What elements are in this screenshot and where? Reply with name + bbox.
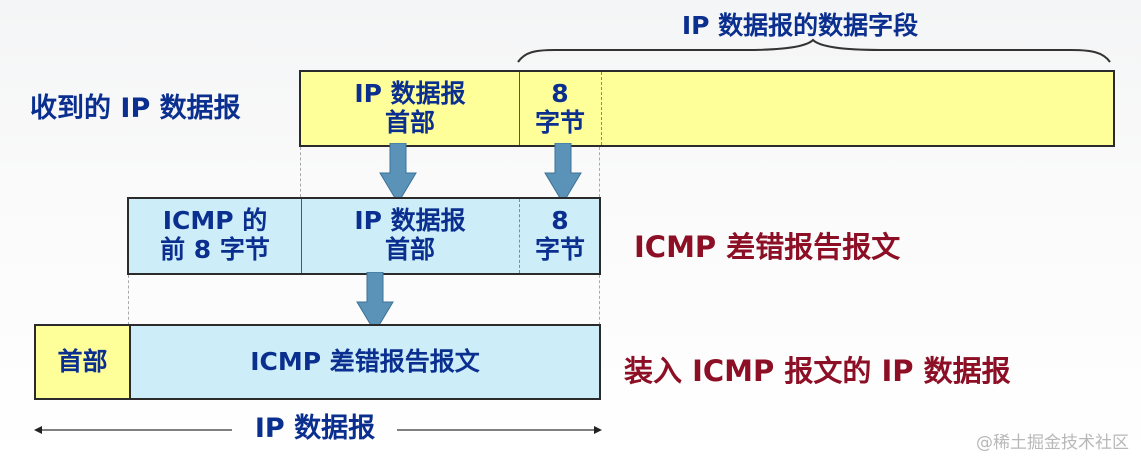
- encapsulated-divider: [129, 326, 131, 398]
- down-arrow-icon: [379, 143, 417, 204]
- icmp-first-8-bytes-line2: 前 8 字节: [160, 235, 270, 264]
- received-divider-1: [519, 72, 520, 145]
- encapsulated-header-cell: 首部: [36, 326, 129, 398]
- icmp-divider-2: [519, 199, 520, 273]
- down-arrow-icon: [544, 143, 582, 204]
- guide-line: [599, 275, 600, 325]
- data-field-label: IP 数据报的数据字段: [681, 11, 919, 40]
- received-ip-header-line2: 首部: [384, 107, 435, 137]
- encapsulated-payload-cell: ICMP 差错报告报文: [131, 326, 599, 398]
- icmp-ip-header-cell: IP 数据报 首部: [301, 199, 519, 273]
- guide-line: [599, 147, 600, 197]
- received-8-bytes-line2: 字节: [534, 107, 585, 137]
- icmp-divider-1: [301, 199, 302, 273]
- length-arrow-label: IP 数据报: [254, 413, 376, 444]
- received-datagram-label: 收到的 IP 数据报: [30, 93, 241, 124]
- guide-line: [300, 147, 301, 197]
- icmp-first-8-bytes-line1: ICMP 的: [162, 206, 268, 236]
- received-ip-header-cell: IP 数据报 首部: [301, 72, 519, 145]
- icmp-error-message-label: ICMP 差错报告报文: [634, 230, 901, 264]
- icmp-8-bytes-line1: 8: [551, 206, 569, 236]
- guide-line: [128, 275, 129, 325]
- icmp-ip-header-line2: 首部: [384, 235, 435, 264]
- watermark: @稀土掘金技术社区: [976, 433, 1129, 453]
- icmp-error-message-box: ICMP 的 前 8 字节 IP 数据报 首部 8 字节: [127, 197, 601, 275]
- icmp-ip-header-line1: IP 数据报: [354, 206, 466, 236]
- received-datagram-box: IP 数据报 首部 8 字节: [299, 70, 1115, 147]
- icmp-8-bytes-line2: 字节: [534, 235, 585, 264]
- received-8-bytes-cell: 8 字节: [519, 72, 601, 145]
- length-double-arrow: [34, 426, 602, 434]
- encapsulated-payload-text: ICMP 差错报告报文: [250, 346, 480, 376]
- received-ip-header-line1: IP 数据报: [354, 78, 466, 108]
- received-divider-2: [601, 72, 602, 145]
- encapsulated-datagram-box: 首部 ICMP 差错报告报文: [34, 324, 601, 400]
- down-arrow-icon: [356, 272, 394, 333]
- encapsulated-datagram-label: 装入 ICMP 报文的 IP 数据报: [624, 354, 1011, 388]
- received-8-bytes-line1: 8: [551, 78, 569, 108]
- data-field-brace: [517, 38, 1111, 63]
- icmp-8-bytes-cell: 8 字节: [519, 199, 601, 273]
- encapsulated-header-text: 首部: [57, 346, 108, 376]
- icmp-first-8-bytes-cell: ICMP 的 前 8 字节: [129, 199, 301, 273]
